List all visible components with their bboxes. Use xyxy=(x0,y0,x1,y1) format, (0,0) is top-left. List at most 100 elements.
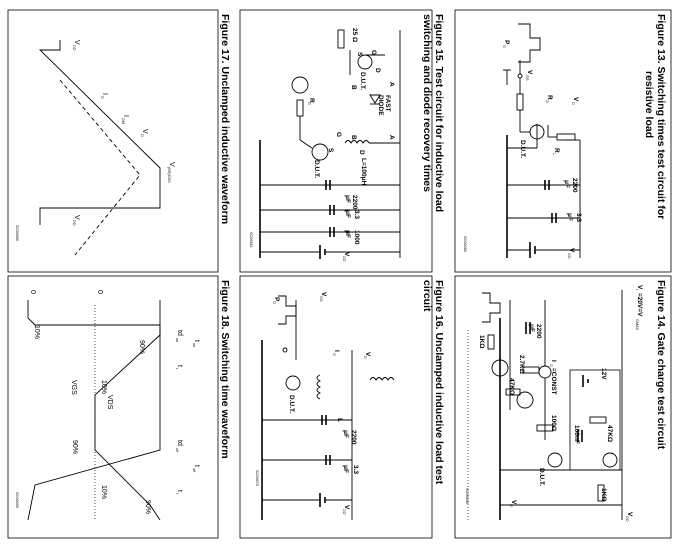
svg-text:1KΩ: 1KΩ xyxy=(478,335,485,349)
bjt-1 xyxy=(491,359,509,377)
fig18-waveform xyxy=(27,300,161,521)
pulse-generator-waveform xyxy=(482,292,501,323)
svg-text:Figure 13. Switching times te: Figure 13. Switching times test circuit … xyxy=(655,14,667,219)
inductor-100uh xyxy=(344,140,370,144)
svg-text:G: G xyxy=(549,364,553,367)
vd-waveform xyxy=(38,40,161,225)
signal-source xyxy=(291,76,309,94)
svg-text:12V: 12V xyxy=(600,368,607,380)
svg-text:P: P xyxy=(273,297,280,302)
id-waveform xyxy=(59,79,141,256)
svg-text:G: G xyxy=(509,504,513,507)
svg-text:μF: μF xyxy=(566,213,573,221)
svg-text:t: t xyxy=(193,340,200,342)
svg-text:I: I xyxy=(333,350,340,352)
svg-text:SC06661: SC06661 xyxy=(249,232,253,248)
dut-mosfet-symbol xyxy=(285,375,301,391)
svg-text:DD: DD xyxy=(342,509,346,515)
svg-text:t: t xyxy=(193,465,200,467)
diode-mosfet xyxy=(357,54,373,70)
resistor-rl xyxy=(556,133,576,141)
svg-text:3.3: 3.3 xyxy=(575,213,582,222)
svg-text:D: D xyxy=(100,96,104,99)
svg-text:25 Ω: 25 Ω xyxy=(351,28,358,42)
svg-text:R: R xyxy=(308,98,315,103)
svg-text:DD: DD xyxy=(72,220,76,226)
svg-text:DD: DD xyxy=(567,253,571,259)
svg-text:V: V xyxy=(320,292,327,297)
dut-mosfet-symbol xyxy=(547,452,563,468)
svg-text:(BR)DSS: (BR)DSS xyxy=(167,167,171,183)
svg-text:A: A xyxy=(388,135,395,140)
svg-text:Figure 14. Gate charge test c: Figure 14. Gate charge test circuit xyxy=(655,280,667,450)
svg-text:V: V xyxy=(526,70,533,75)
svg-text:10%: 10% xyxy=(33,325,40,339)
svg-text:V: V xyxy=(626,512,633,517)
resistor-47k xyxy=(505,388,521,396)
fast-diode xyxy=(369,94,381,104)
svg-text:VGS: VGS xyxy=(70,380,77,395)
svg-text:R: R xyxy=(553,148,560,153)
svg-text:t: t xyxy=(176,365,183,367)
ig-current-source xyxy=(538,365,552,379)
svg-text:Figure 17. Unclamped inductiv: Figure 17. Unclamped inductive waveform xyxy=(219,14,231,224)
svg-text:2200: 2200 xyxy=(350,430,357,445)
svg-text:off: off xyxy=(175,448,179,453)
svg-text:SC06660: SC06660 xyxy=(463,236,467,252)
svg-text:I: I xyxy=(122,115,129,117)
svg-text:DD: DD xyxy=(72,45,76,51)
svg-text:μF: μF xyxy=(342,465,349,473)
svg-text:i: i xyxy=(635,289,639,290)
resistor-1k xyxy=(487,334,495,350)
svg-text:DD: DD xyxy=(342,256,346,262)
svg-text:L=100μH: L=100μH xyxy=(360,158,367,186)
svg-text:GS: GS xyxy=(319,296,323,302)
svg-text:V: V xyxy=(73,215,80,220)
svg-text:FAST: FAST xyxy=(384,95,391,112)
svg-text:I: I xyxy=(101,93,108,95)
svg-text:td: td xyxy=(176,330,183,336)
svg-text:G: G xyxy=(335,132,342,137)
svg-text:90%: 90% xyxy=(144,500,151,514)
svg-text:100nF: 100nF xyxy=(573,425,580,444)
fig15-labels: 25 Ω A B G S D D.U.T. FAST DIODE A B G S… xyxy=(249,28,395,262)
svg-text:90%: 90% xyxy=(138,340,145,354)
svg-text:off: off xyxy=(192,468,196,473)
svg-text:V: V xyxy=(343,252,350,257)
svg-text:V: V xyxy=(568,248,575,253)
fig14-caption: Figure 14. Gate charge test circuit xyxy=(655,280,667,450)
fig15-caption: Figure 15. Test circuit for inductive lo… xyxy=(421,14,445,212)
svg-text:D.U.T.: D.U.T. xyxy=(519,140,526,158)
resistor-47k-b xyxy=(589,416,607,424)
fig16-labels: VGS PG VD ID L D.U.T. 2200 μF 3.3 μF VDD… xyxy=(255,292,371,515)
svg-text:R: R xyxy=(546,95,553,100)
svg-text:10%: 10% xyxy=(100,380,107,394)
fig13-frame xyxy=(454,9,672,273)
svg-text:D: D xyxy=(374,68,381,73)
svg-text:DD: DD xyxy=(625,516,629,522)
svg-text:D: D xyxy=(571,102,575,105)
svg-text:S: S xyxy=(327,148,334,153)
svg-text:μF: μF xyxy=(344,230,351,238)
svg-text:r: r xyxy=(175,368,179,370)
svg-text:D: D xyxy=(363,356,367,359)
fig18-frame xyxy=(7,275,219,539)
svg-text:resistive load: resistive load xyxy=(643,71,655,138)
bias-mosfet xyxy=(602,452,618,468)
svg-text:μF: μF xyxy=(344,210,351,218)
svg-text:V: V xyxy=(636,285,643,290)
svg-text:V: V xyxy=(343,505,350,510)
resistor-1k-b xyxy=(597,484,605,502)
svg-text:on: on xyxy=(175,338,179,342)
fig15-circuit xyxy=(259,29,401,259)
svg-text:V: V xyxy=(572,97,579,102)
vds-waveform xyxy=(94,300,161,521)
svg-text:3.3: 3.3 xyxy=(353,210,360,219)
svg-text:Figure 15. Test circuit for i: Figure 15. Test circuit for inductive lo… xyxy=(433,14,445,212)
dut-mosfet-symbol xyxy=(311,143,329,161)
inductor-l xyxy=(369,377,395,381)
svg-text:=CONST: =CONST xyxy=(550,368,557,395)
svg-text:D: D xyxy=(332,353,336,356)
svg-text:L: L xyxy=(552,153,556,155)
